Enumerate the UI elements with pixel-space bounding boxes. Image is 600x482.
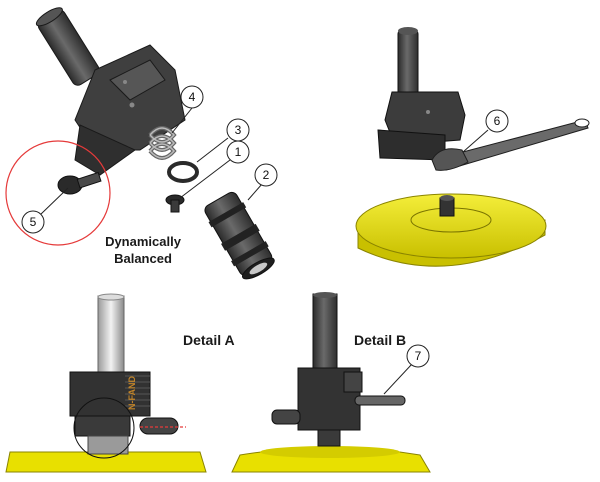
side-knob-b [271, 409, 301, 425]
svg-text:4: 4 [189, 90, 196, 104]
brand-text: N-FAND [127, 376, 137, 410]
bit-shank [97, 295, 125, 375]
callout-5: 5 [21, 210, 45, 234]
router-shank-top [397, 29, 419, 101]
side-knob-a [139, 417, 179, 435]
sanding-pad-a [5, 451, 207, 473]
svg-text:3: 3 [235, 123, 242, 137]
tool-shank [35, 7, 100, 86]
callout-7: 7 [406, 344, 430, 368]
detail-b-label: Detail B [354, 332, 406, 348]
svg-text:6: 6 [494, 114, 501, 128]
svg-text:5: 5 [30, 215, 37, 229]
router-shank-b [312, 293, 338, 371]
locking-pin [354, 395, 406, 406]
callout-6: 6 [485, 109, 509, 133]
callout-2: 2 [254, 163, 278, 187]
callout-4: 4 [180, 85, 204, 109]
detail-circle [73, 397, 135, 459]
dynamic-label-line1: Dynamically [105, 234, 182, 249]
knob-part [57, 171, 102, 195]
callout-1: 1 [226, 140, 250, 164]
detail-b-view: 7 Detail B [231, 292, 431, 473]
wrench-assembly: 6 [355, 27, 590, 267]
o-ring-part [167, 161, 199, 183]
screw-part [165, 194, 185, 213]
svg-text:7: 7 [415, 349, 422, 363]
wrench-tool [431, 118, 590, 171]
svg-text:1: 1 [235, 145, 242, 159]
exploded-assembly: 4 3 1 2 5 Dynamically Balanced [5, 7, 278, 280]
dynamic-label-line2: Balanced [114, 251, 172, 266]
detail-a-label: Detail A [183, 332, 235, 348]
callout-3: 3 [226, 118, 250, 142]
svg-text:2: 2 [263, 168, 270, 182]
detail-a-view: N-FAND Detail A [5, 293, 235, 473]
spring-part [148, 126, 177, 160]
sanding-pad-top [355, 193, 547, 267]
highlight-circle [5, 140, 111, 246]
bearing-cartridge-part [204, 191, 275, 280]
